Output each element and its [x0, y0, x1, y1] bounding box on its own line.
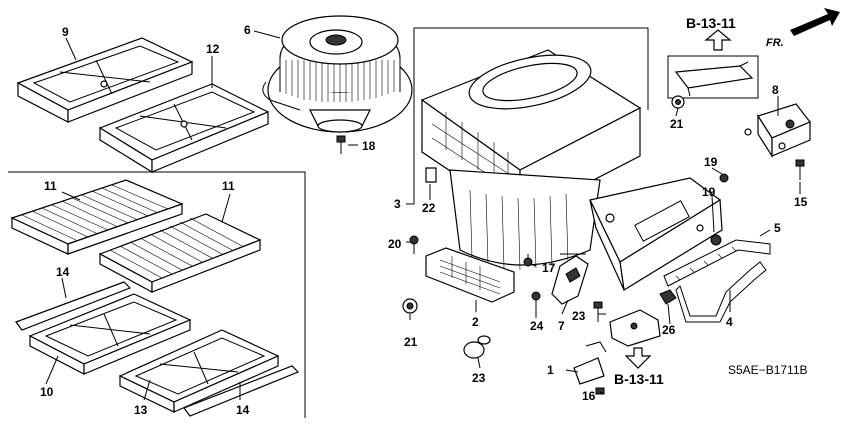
cabin-filter-part-11-right — [98, 213, 262, 294]
part-label-7: 7 — [558, 319, 565, 333]
part-label-12: 12 — [206, 42, 220, 56]
part-label-17: 17 — [542, 261, 556, 275]
part-label-20: 20 — [388, 237, 402, 251]
part-label-11-left: 11 — [44, 179, 57, 193]
grille-part-2 — [425, 247, 515, 303]
seal-part-4 — [675, 261, 767, 323]
part-label-2: 2 — [472, 315, 479, 329]
part-label-1: 1 — [547, 363, 554, 377]
seal-strip-part-14-upper — [15, 281, 132, 331]
seal-strip-part-14-lower — [183, 365, 300, 417]
inset-frame — [8, 171, 306, 418]
screw-part-24 — [531, 291, 541, 312]
housing-leader-box — [413, 27, 649, 204]
bracket-assembly-top — [667, 55, 759, 99]
part-label-4: 4 — [726, 315, 733, 329]
filter-frame-part-12 — [98, 83, 270, 174]
part-label-13: 13 — [134, 403, 148, 417]
screw-part-23-upper — [593, 301, 603, 322]
clip-part-26 — [659, 289, 677, 305]
part-label-14-lower: 14 — [236, 403, 250, 417]
ref-tag-bottom: B-13-11 — [614, 371, 664, 387]
screw-part-20 — [409, 235, 419, 254]
part-label-22: 22 — [422, 201, 436, 215]
part-label-8: 8 — [772, 83, 779, 97]
diagram-code: S5AE−B1711B — [728, 363, 808, 377]
grommet-part-23-lower — [463, 335, 491, 359]
filter-frame-part-10 — [28, 293, 192, 375]
nut-part-19-lower — [710, 234, 722, 246]
front-direction-label: FR. — [766, 37, 784, 49]
filter-frame-part-9 — [16, 37, 194, 123]
part-label-26: 26 — [662, 323, 676, 337]
hvac-housing-part-3 — [420, 49, 723, 291]
cabin-filter-part-11-left — [10, 179, 184, 255]
front-direction-indicator: FR. — [766, 8, 840, 49]
ref-tag-top: B-13-11 — [686, 15, 736, 31]
screw-part-16 — [595, 387, 605, 395]
leader-lines — [45, 30, 801, 401]
ref-arrow-down-icon — [624, 347, 652, 369]
part-label-18: 18 — [362, 139, 376, 153]
part-label-16: 16 — [582, 389, 596, 403]
blower-fan-part-6 — [262, 15, 413, 133]
clip-part-22 — [425, 167, 437, 183]
part-label-5: 5 — [774, 221, 781, 235]
part-label-24: 24 — [530, 319, 544, 333]
part-labels: 9 12 6 11 11 14 10 13 14 18 3 20 21 22 2… — [40, 23, 808, 417]
part-label-19-upper: 19 — [704, 155, 718, 169]
part-label-11-right: 11 — [222, 179, 235, 193]
part-label-10: 10 — [40, 385, 54, 399]
nut-part-21-left — [402, 298, 418, 314]
nut-part-21-right — [671, 95, 685, 109]
screw-part-18 — [336, 135, 346, 154]
bracket-assembly-bottom — [573, 309, 661, 385]
part-label-3: 3 — [394, 197, 401, 211]
part-label-6: 6 — [244, 23, 251, 37]
part-label-21-left: 21 — [404, 335, 418, 349]
screw-part-15 — [795, 159, 805, 180]
part-label-23-lower: 23 — [472, 371, 486, 385]
actuator-part-8 — [744, 103, 811, 159]
filter-frame-part-13 — [118, 329, 280, 413]
resistor-part-7 — [551, 253, 589, 305]
part-label-19-lower: 19 — [702, 185, 716, 199]
ref-arrow-up-icon — [704, 29, 732, 51]
seal-part-5 — [663, 239, 771, 287]
part-label-23-upper: 23 — [572, 309, 586, 323]
part-label-15: 15 — [794, 195, 808, 209]
part-label-14-upper: 14 — [56, 265, 70, 279]
nut-part-19-upper — [719, 173, 729, 183]
part-label-21-right: 21 — [670, 117, 684, 131]
part-label-9: 9 — [62, 25, 69, 39]
